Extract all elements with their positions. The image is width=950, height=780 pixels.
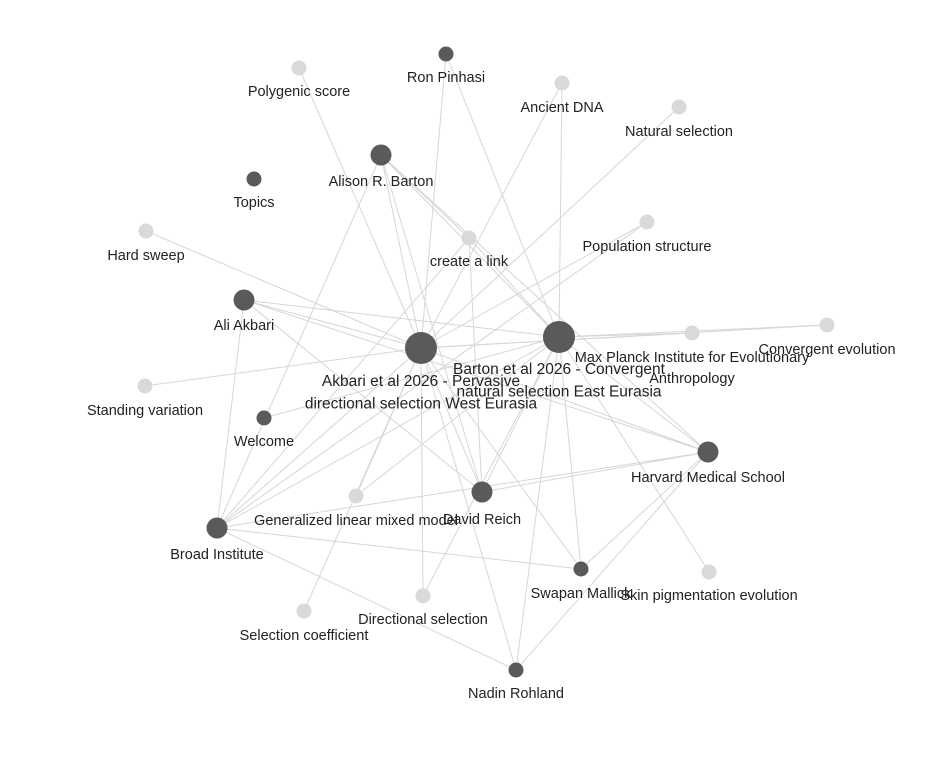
graph-node-label[interactable]: Broad Institute	[170, 547, 264, 563]
graph-edge	[145, 230, 422, 349]
graph-edge	[216, 336, 560, 529]
graph-edge	[243, 299, 560, 338]
graph-edge	[558, 336, 582, 570]
graph-node-label[interactable]: Topics	[233, 195, 274, 211]
graph-edge	[355, 336, 560, 497]
graph-edge	[468, 237, 483, 493]
graph-node-label[interactable]: Skin pigmentation evolution	[620, 588, 797, 604]
graph-node-label[interactable]: Natural selection	[625, 124, 733, 140]
graph-edge	[420, 53, 447, 349]
graph-node-label[interactable]: create a link	[430, 254, 509, 270]
graph-node-harvard[interactable]	[697, 441, 719, 463]
graph-edge	[216, 299, 245, 529]
graph-edge	[380, 154, 560, 338]
graph-node-label[interactable]: Welcome	[234, 434, 294, 450]
graph-node-akbari-paper[interactable]	[405, 332, 437, 364]
graph-edge	[558, 336, 710, 573]
graph-node-label[interactable]: Swapan Mallick	[531, 586, 632, 602]
graph-node-convergent-evo[interactable]	[819, 317, 835, 333]
graph-node-label[interactable]: David Reich	[443, 512, 521, 528]
graph-edge	[580, 451, 709, 570]
graph-edge	[515, 451, 709, 671]
graph-node-alison-barton[interactable]	[370, 144, 392, 166]
graph-edge	[216, 527, 517, 671]
graph-node-label[interactable]: Ron Pinhasi	[407, 70, 485, 86]
graph-node-label[interactable]: Polygenic score	[248, 84, 350, 100]
graph-node-glmm[interactable]	[348, 488, 364, 504]
graph-node-label[interactable]: Harvard Medical School	[631, 470, 785, 486]
graph-edge	[243, 299, 422, 349]
graph-node-ali-akbari[interactable]	[233, 289, 255, 311]
graph-edge	[558, 82, 563, 338]
graph-node-swapan[interactable]	[573, 561, 589, 577]
graph-edge	[420, 106, 680, 349]
graph-node-david-reich[interactable]	[471, 481, 493, 503]
graph-node-label[interactable]: Hard sweep	[107, 248, 184, 264]
graph-edge	[298, 67, 422, 349]
graph-edge	[468, 237, 560, 338]
graph-node-label[interactable]: Standing variation	[87, 403, 203, 419]
graph-edge	[216, 451, 709, 529]
graph-node-topics[interactable]	[246, 171, 262, 187]
graph-edge	[216, 154, 382, 529]
graph-edge	[144, 347, 422, 387]
graph-edge	[422, 336, 560, 597]
graph-node-skin-pig[interactable]	[701, 564, 717, 580]
graph-nodes	[137, 46, 835, 678]
graph-edge	[481, 451, 709, 493]
graph-edge	[515, 336, 560, 671]
graph-node-broad[interactable]	[206, 517, 228, 539]
graph-edge	[558, 336, 709, 453]
graph-edge	[420, 347, 582, 570]
graph-node-label[interactable]: Generalized linear mixed model	[254, 513, 458, 529]
graph-node-create-link[interactable]	[461, 230, 477, 246]
graph-edge	[216, 237, 470, 529]
graph-edge	[243, 299, 483, 493]
graph-node-label[interactable]: Directional selection	[358, 612, 488, 628]
graph-edge	[216, 347, 422, 529]
graph-edge	[420, 347, 424, 597]
graph-node-ron-pinhasi[interactable]	[438, 46, 454, 62]
graph-node-label[interactable]: Ali Akbari	[214, 318, 274, 334]
graph-node-barton-paper[interactable]	[543, 321, 575, 353]
graph-node-label[interactable]: Alison R. Barton	[329, 174, 434, 190]
graph-edge	[481, 336, 560, 493]
graph-node-selection-coef[interactable]	[296, 603, 312, 619]
graph-node-label[interactable]: Nadin Rohland	[468, 686, 564, 702]
graph-edge	[380, 154, 422, 349]
graph-edge	[380, 154, 483, 493]
graph-node-welcome[interactable]	[256, 410, 272, 426]
graph-edge	[445, 53, 560, 338]
graph-node-label[interactable]: Selection coefficient	[240, 628, 369, 644]
graph-node-label[interactable]: Population structure	[583, 239, 712, 255]
graph-node-directional-sel[interactable]	[415, 588, 431, 604]
graph-edge	[216, 527, 582, 570]
graph-edge	[420, 221, 648, 349]
graph-edge	[263, 336, 560, 419]
graph-edges	[144, 53, 828, 671]
graph-node-pop-structure[interactable]	[639, 214, 655, 230]
graph-edge	[243, 299, 709, 453]
graph-node-natural-selection[interactable]	[671, 99, 687, 115]
graph-node-max-planck[interactable]	[684, 325, 700, 341]
graph-edge	[303, 347, 422, 612]
graph-edge	[420, 82, 563, 349]
graph-node-polygenic[interactable]	[291, 60, 307, 76]
graph-node-ancient-dna[interactable]	[554, 75, 570, 91]
graph-node-label[interactable]: Convergent evolution	[758, 342, 895, 358]
graph-node-hard-sweep[interactable]	[138, 223, 154, 239]
graph-node-standing-var[interactable]	[137, 378, 153, 394]
graph-edge	[380, 154, 709, 453]
graph-edge	[216, 221, 648, 529]
graph-node-nadin[interactable]	[508, 662, 524, 678]
graph-node-label[interactable]: Ancient DNA	[520, 100, 603, 116]
